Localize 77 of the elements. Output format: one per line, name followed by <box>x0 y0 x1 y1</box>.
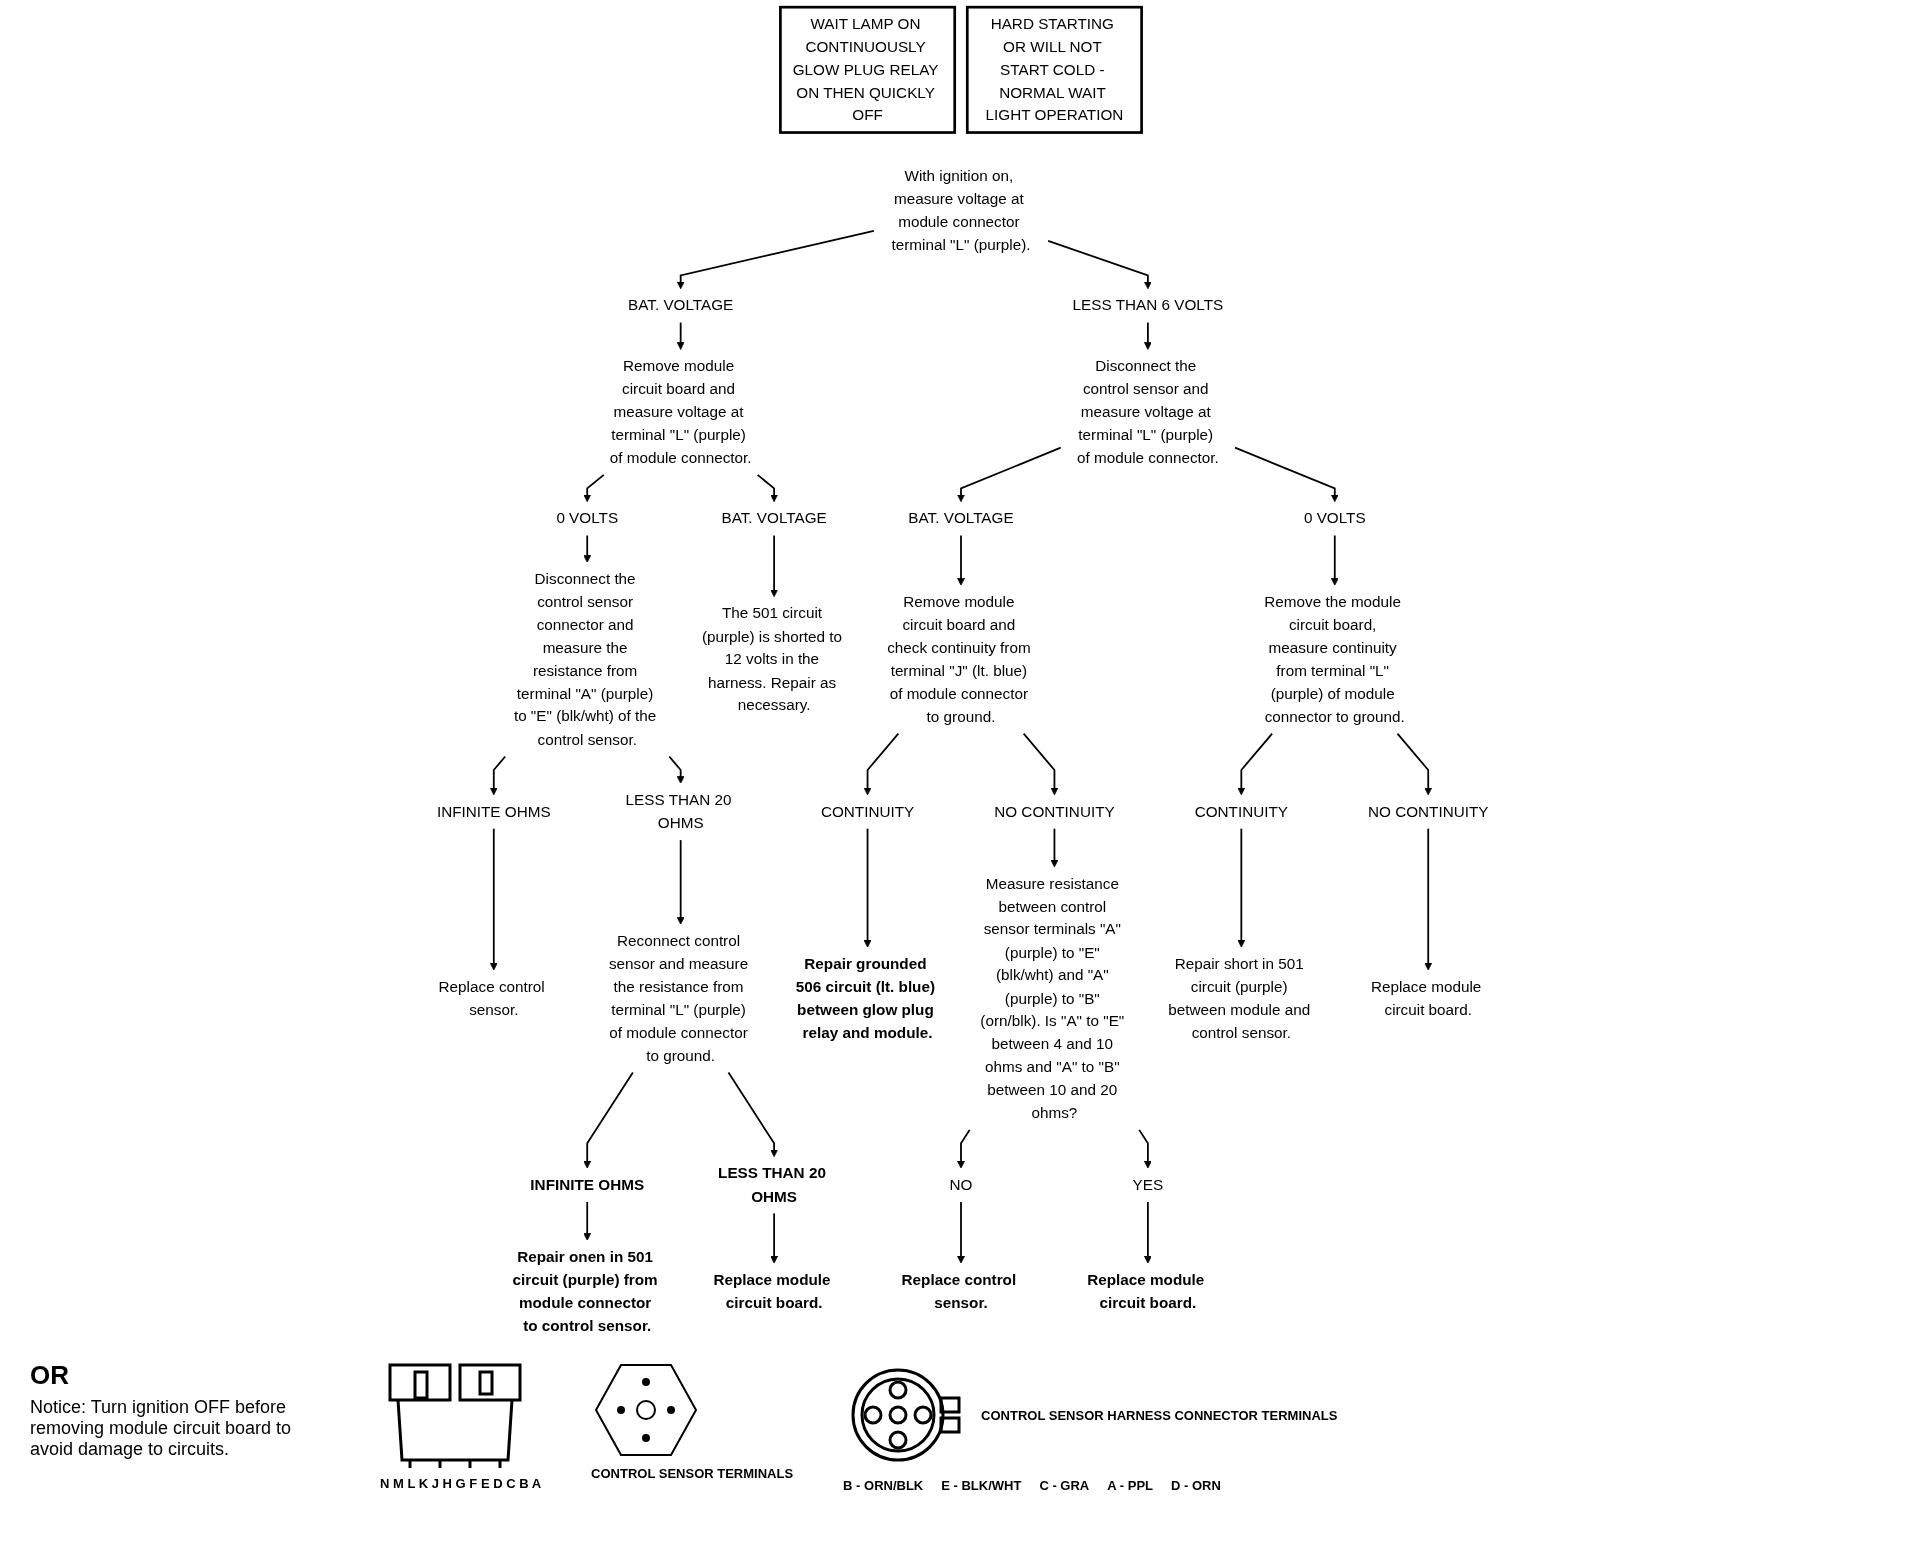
arrow <box>489 755 507 796</box>
arrow <box>676 229 875 290</box>
arrow <box>1396 732 1433 796</box>
node-text: NO CONTINUITY <box>994 803 1115 821</box>
node-text: CONTINUITY <box>1194 803 1289 821</box>
wire-label: B - ORN/BLK <box>843 1478 924 1493</box>
notice-text: Notice: Turn ignition OFF before removing module circuit board to avoid damage to circuits. <box>30 1397 293 1460</box>
arrow <box>1424 827 1433 971</box>
arrow <box>957 534 965 586</box>
node-text: INFINITE OHMS <box>436 803 551 821</box>
arrow <box>1050 827 1059 868</box>
arrow <box>863 827 872 948</box>
arrow <box>1047 239 1152 290</box>
arrow <box>489 827 498 971</box>
node-text: Remove the module circuit board, measure continuity from terminal "L" (purple) of module connector to ground. <box>1264 593 1405 726</box>
arrow <box>1138 1128 1152 1169</box>
arrow <box>770 534 779 598</box>
arrow <box>727 1071 779 1158</box>
arrow <box>583 534 592 563</box>
drawing-caption: CONTROL SENSOR HARNESS CONNECTOR TERMINALS <box>981 1407 1338 1423</box>
drawing-caption: CONTROL SENSOR TERMINALS <box>591 1466 794 1481</box>
arrow <box>770 1212 779 1264</box>
arrow <box>957 446 1062 503</box>
node-text: The 501 circuit (purple) is shorted to 12 volts in the harness. Repair as necessary. <box>701 604 843 714</box>
arrow <box>1143 321 1152 350</box>
node-text: Remove module circuit board and measure voltage at terminal "L" (purple) of module connector. <box>609 357 752 467</box>
node-text: CONTINUITY <box>820 803 915 821</box>
node-text: LESS THAN 20 OHMS <box>625 791 732 832</box>
node-text: BAT. VOLTAGE <box>721 509 827 527</box>
node-text: Replace control sensor. <box>438 978 545 1019</box>
node-text: Replace module circuit board. <box>1370 978 1482 1019</box>
arrow <box>583 1071 634 1169</box>
arrow <box>676 839 685 925</box>
node-text: Remove module circuit board and check continuity from terminal "J" (lt. blue) of module connector to ground. <box>887 593 1031 726</box>
node-text: Repair onen in 501 circuit (purple) from module connector to control sensor. <box>512 1248 658 1335</box>
arrow <box>1022 732 1059 796</box>
node-text: NO <box>949 1176 973 1194</box>
node-text: Measure resistance between control sensor terminals "A" (purple) to "E" (blk/wht) and "A" (purple) to "B" (orn/blk). Is "A" to "E" between 4 and 10 ohms and "A" to "B" between 10 and 20 ohms? <box>980 875 1125 1122</box>
node-text: Repair grounded 506 circuit (lt. blue) between glow plug relay and module. <box>795 955 936 1042</box>
node-box: HARD STARTING OR WILL NOT START COLD - NORMAL WAIT LIGHT OPERATION <box>965 5 1143 134</box>
node-text: Disconnect the control sensor connector and measure the resistance from terminal "A" (purple) to "E" (blk/wht) of the control sensor. <box>513 570 657 748</box>
node-text: Replace module circuit board. <box>1087 1271 1205 1312</box>
pin-letters: N M L K J H G F E D C B A <box>380 1476 542 1491</box>
arrow <box>756 473 779 503</box>
conjunction-text: OR <box>30 1360 69 1391</box>
arrow <box>583 473 605 503</box>
wire-label: C - GRA <box>1039 1478 1090 1493</box>
node-text: LESS THAN 20 OHMS <box>718 1164 826 1205</box>
arrow <box>676 321 685 350</box>
node-text: Replace control sensor. <box>901 1271 1017 1312</box>
arrow <box>583 1201 592 1241</box>
arrow <box>1330 534 1339 586</box>
node-text: 0 VOLTS <box>1303 509 1366 527</box>
node-text: Repair short in 501 circuit (purple) between module and control sensor. <box>1168 955 1311 1042</box>
node-box: WAIT LAMP ON CONTINUOUSLY GLOW PLUG RELAY ON THEN QUICKLY OFF <box>779 5 957 134</box>
node-text: BAT. VOLTAGE <box>908 509 1014 527</box>
wire-label: E - BLK/WHT <box>941 1478 1022 1493</box>
node-text: Replace module circuit board. <box>713 1271 831 1312</box>
arrow <box>1143 1201 1152 1264</box>
arrow <box>863 732 900 796</box>
arrow <box>957 1128 971 1169</box>
arrow <box>1234 446 1339 503</box>
node-text: LESS THAN 6 VOLTS <box>1072 296 1224 315</box>
wire-label: A - PPL <box>1107 1478 1153 1493</box>
arrow <box>668 755 685 784</box>
wire-label: D - ORN <box>1171 1478 1221 1493</box>
node-text: BAT. VOLTAGE <box>628 296 734 315</box>
node-text: With ignition on, measure voltage at module connector terminal "L" (purple). <box>891 167 1031 254</box>
node-text: NO CONTINUITY <box>1367 803 1489 821</box>
arrow <box>957 1201 965 1264</box>
node-text: Reconnect control sensor and measure the resistance from terminal "L" (purple) of module connector to ground. <box>608 932 749 1065</box>
node-text: 0 VOLTS <box>556 509 619 527</box>
node-text: YES <box>1132 1176 1164 1194</box>
node-text: Disconnect the control sensor and measure voltage at terminal "L" (purple) of module connector. <box>1076 357 1219 467</box>
node-text: INFINITE OHMS <box>530 1176 645 1194</box>
arrow <box>1237 827 1246 948</box>
arrow <box>1237 732 1273 796</box>
